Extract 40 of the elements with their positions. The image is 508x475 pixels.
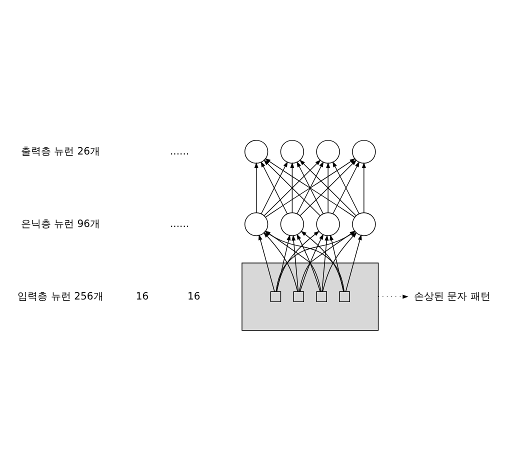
arrow [260, 161, 288, 214]
arrow [263, 232, 298, 292]
node-circle [316, 212, 340, 236]
label: ...... [170, 218, 190, 230]
arrow [276, 230, 320, 292]
arrow [378, 294, 408, 299]
label: 은닉층 뉴런 96개 [20, 218, 100, 230]
node-box [316, 291, 327, 302]
node-circle [244, 212, 268, 236]
node-circle [244, 140, 268, 164]
arrow [254, 162, 258, 214]
node-circle [316, 140, 340, 164]
node-text: 손상된 문자 패턴 [414, 291, 490, 302]
label: 16 [188, 291, 200, 302]
label: ...... [170, 146, 190, 158]
cluster [242, 262, 379, 331]
node-circle [280, 140, 304, 164]
node-circle [352, 212, 376, 236]
node-box [293, 291, 304, 302]
node-circle [352, 140, 376, 164]
arrow [300, 230, 344, 292]
node-circle [280, 212, 304, 236]
label: 출력층 뉴런 26개 [20, 146, 100, 158]
arrow [332, 161, 360, 214]
arrow [258, 234, 275, 292]
arrow [322, 232, 357, 292]
arrow [322, 234, 329, 292]
arrow [362, 162, 366, 214]
label: 16 [136, 291, 149, 302]
node-box [339, 291, 350, 302]
arrow [298, 230, 356, 292]
arrow [290, 162, 294, 214]
arrow [292, 234, 299, 292]
arrow [330, 234, 344, 292]
node-box [270, 291, 282, 302]
arrow [326, 162, 330, 214]
arrow [345, 234, 362, 292]
arrow [276, 234, 291, 292]
arrow [276, 230, 356, 292]
label: 입력층 뉴런 256개 [18, 291, 104, 302]
